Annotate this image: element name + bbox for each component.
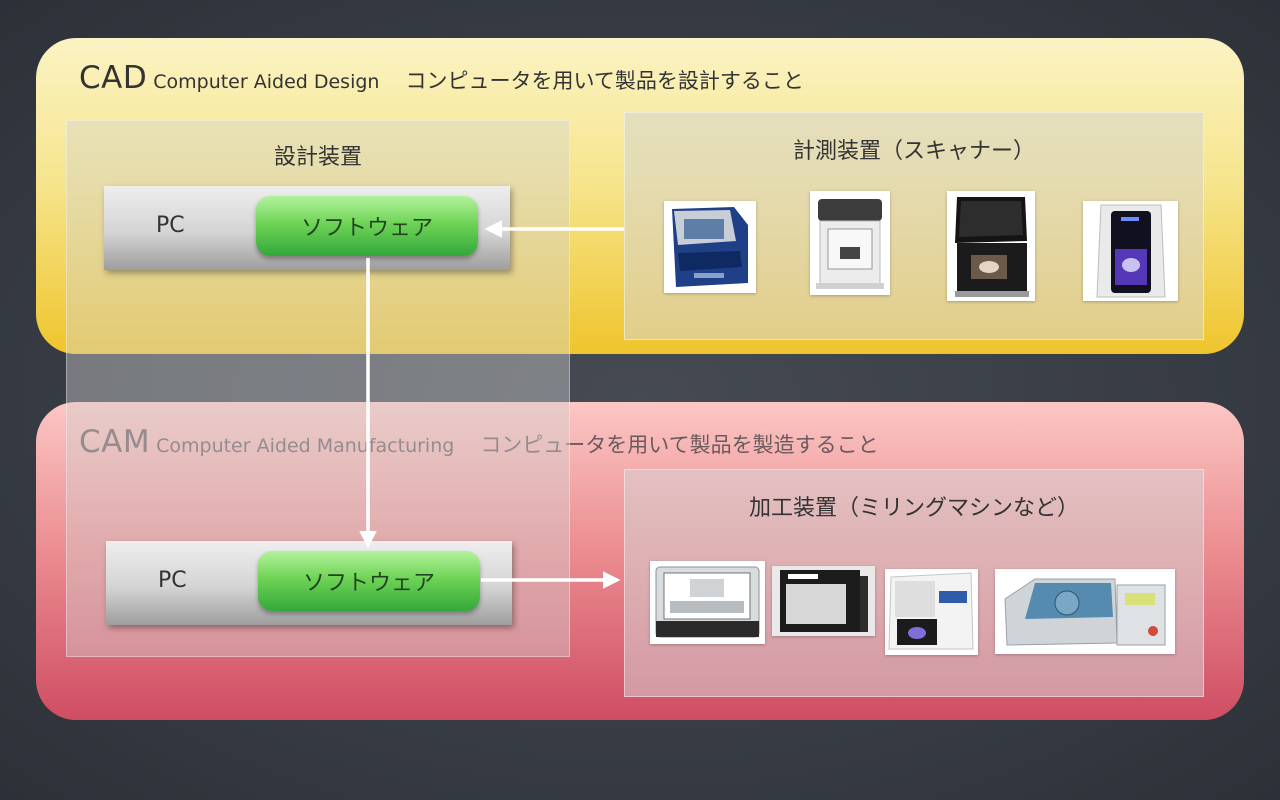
cad-full-name: Computer Aided Design bbox=[153, 71, 380, 93]
cad-abbr: CAD bbox=[79, 60, 148, 96]
pc-label: PC bbox=[158, 568, 187, 593]
milling-device-title: 加工装置（ミリングマシンなど） bbox=[748, 496, 1079, 521]
cad-description: コンピュータを用いて製品を設計すること bbox=[405, 69, 804, 93]
cam-full-name: Computer Aided Manufacturing bbox=[156, 435, 455, 457]
milling-image-2 bbox=[772, 566, 875, 636]
scanner-image-2 bbox=[810, 191, 890, 295]
pc-manufacturing: PC ソフトウェア bbox=[106, 541, 512, 625]
software-design-button[interactable]: ソフトウェア bbox=[256, 196, 478, 256]
scanner-image-4 bbox=[1083, 201, 1178, 301]
milling-image-3 bbox=[885, 569, 978, 655]
milling-image-1 bbox=[650, 561, 765, 644]
pc-design: PC ソフトウェア bbox=[104, 186, 510, 270]
scanner-image-1 bbox=[664, 201, 756, 293]
design-device-title: 設計装置 bbox=[273, 145, 362, 170]
software-manufacturing-button[interactable]: ソフトウェア bbox=[258, 551, 480, 611]
scanner-device-title: 計測装置（スキャナー） bbox=[792, 139, 1035, 164]
cam-abbr: CAM bbox=[79, 424, 151, 460]
milling-image-4 bbox=[995, 569, 1175, 654]
pc-label: PC bbox=[156, 213, 185, 238]
scanner-image-3 bbox=[947, 191, 1035, 301]
cam-description: コンピュータを用いて製品を製造すること bbox=[480, 433, 879, 457]
